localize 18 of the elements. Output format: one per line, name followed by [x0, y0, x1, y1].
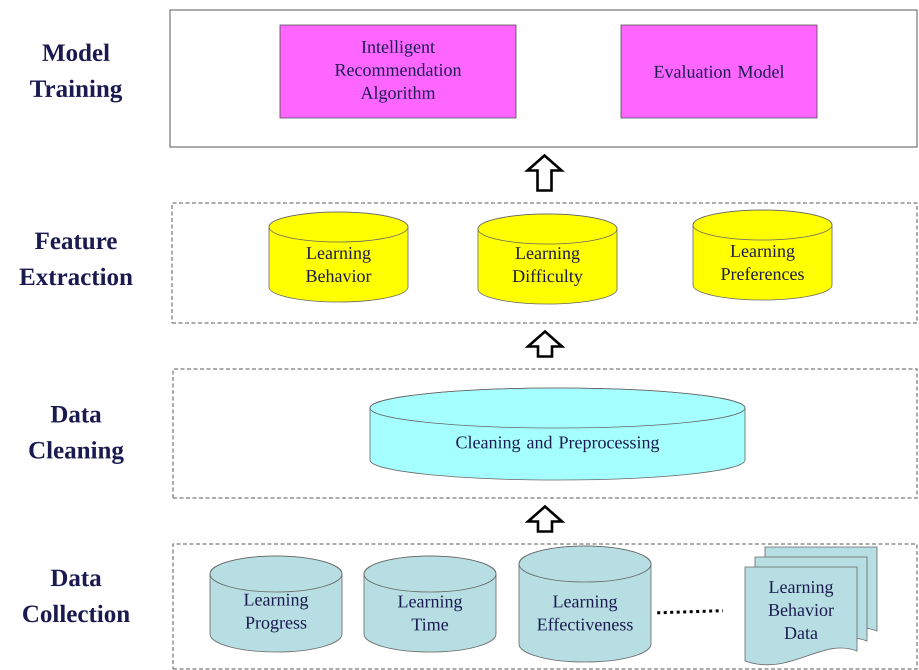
dotted-line [657, 609, 723, 614]
database-cylinder: Learning Behavior [268, 212, 408, 302]
block-arrow [524, 154, 565, 192]
block-arrow [524, 504, 566, 533]
model-box: Intelligent Recommendation Algorithm [280, 24, 516, 118]
database-cylinder: Learning Effectiveness [518, 546, 652, 662]
database-cylinder: Learning Progress [210, 556, 342, 652]
block-arrow [524, 330, 566, 358]
database-cylinder: Cleaning and Preprocessing [370, 388, 746, 480]
database-cylinder: Learning Difficulty [478, 214, 618, 304]
database-cylinder: Learning Preferences [692, 210, 832, 300]
document-stack: Learning Behavior Data [744, 546, 878, 666]
node-label: Feature Extraction [19, 232, 133, 286]
model-box: Evaluation Model [620, 24, 818, 118]
node-label: Model Training [30, 44, 122, 102]
node-label: Data Collection [23, 570, 130, 622]
node-label: Data Cleaning [29, 406, 124, 464]
database-cylinder: Learning Time [364, 556, 496, 652]
